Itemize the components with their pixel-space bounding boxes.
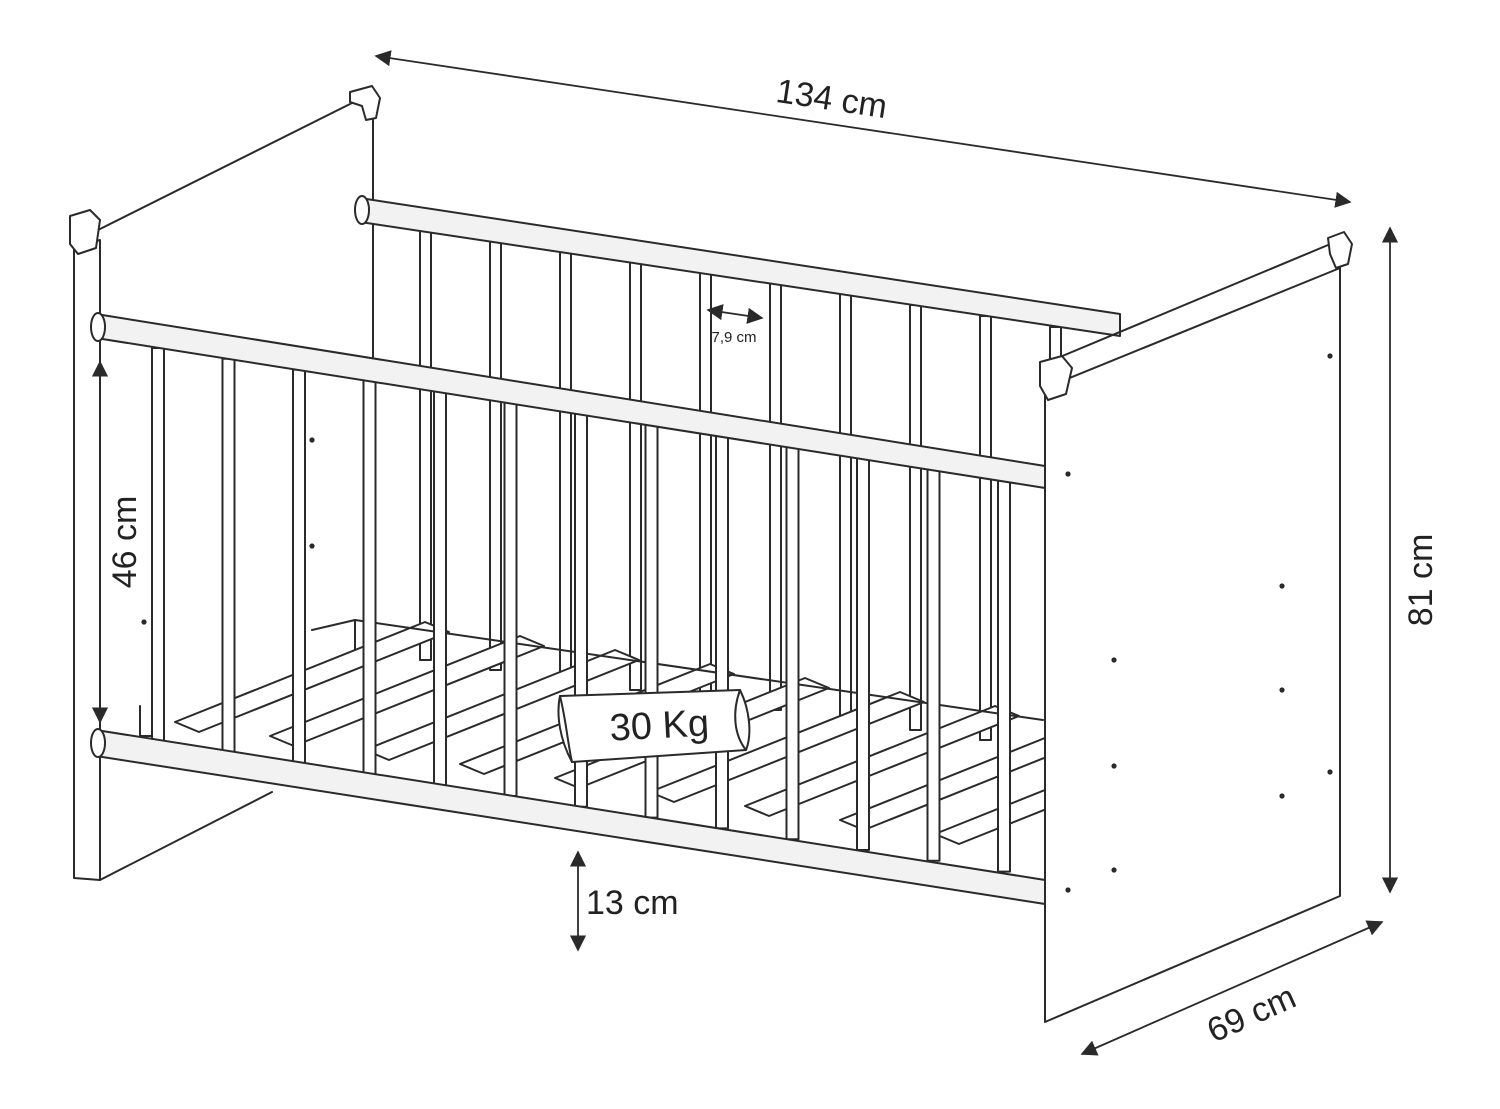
screw-hole bbox=[309, 437, 315, 443]
front-bars bbox=[151, 347, 1011, 873]
corner-bracket-front-right bbox=[1039, 355, 1073, 401]
crib-drawing bbox=[69, 85, 1353, 1023]
front-bar bbox=[926, 465, 941, 862]
screw-hole bbox=[1111, 657, 1117, 663]
front-bar bbox=[644, 422, 659, 819]
back-left-top-bar bbox=[81, 97, 363, 239]
left-panel-bottom bbox=[99, 791, 273, 881]
slat-gap-dimension-line bbox=[706, 304, 764, 324]
screw-hole bbox=[1279, 793, 1285, 799]
rail-height-label: 46 cm bbox=[106, 496, 144, 589]
depth-label: 69 cm bbox=[1202, 978, 1302, 1050]
height-label: 81 cm bbox=[1402, 534, 1440, 627]
front-bar bbox=[715, 433, 729, 830]
depth-dimension-line bbox=[1080, 920, 1384, 1056]
back-right-top-bar bbox=[1047, 239, 1341, 363]
back-top-rail bbox=[354, 195, 1121, 337]
screw-hole bbox=[1065, 887, 1071, 893]
load-tag-label: 30 Kg bbox=[609, 702, 710, 749]
floor-clearance-label: 13 cm bbox=[586, 884, 679, 922]
back-bar bbox=[769, 282, 782, 711]
back-bar bbox=[699, 271, 712, 701]
corner-bracket-back-left bbox=[349, 85, 381, 121]
back-bar bbox=[839, 293, 852, 721]
back-bar bbox=[909, 304, 922, 731]
slat bbox=[269, 635, 545, 747]
screw-hole bbox=[1065, 471, 1071, 477]
screw-hole bbox=[1327, 353, 1333, 359]
screw-hole bbox=[1279, 583, 1285, 589]
screw-hole bbox=[1111, 763, 1117, 769]
corner-bracket-front-left bbox=[69, 209, 101, 255]
back-bar bbox=[419, 227, 432, 661]
front-bar bbox=[221, 357, 236, 754]
back-bar bbox=[559, 249, 572, 681]
slat bbox=[174, 621, 450, 733]
back-bar bbox=[629, 260, 642, 691]
screw-holes bbox=[141, 353, 1333, 893]
right-end-panel bbox=[1044, 267, 1341, 1023]
width-dimension-line bbox=[374, 50, 1352, 208]
slat-gap-label: 7,9 cm bbox=[711, 329, 756, 346]
load-tag bbox=[557, 689, 751, 763]
dimension-lines bbox=[91, 50, 1399, 1056]
front-bar bbox=[433, 390, 447, 787]
screw-hole bbox=[1279, 687, 1285, 693]
screw-hole bbox=[1111, 867, 1117, 873]
front-bar bbox=[292, 368, 306, 765]
back-bar bbox=[979, 315, 992, 741]
front-bar bbox=[362, 379, 377, 776]
screw-hole bbox=[1327, 769, 1333, 775]
screw-hole bbox=[309, 543, 315, 549]
front-bar bbox=[151, 347, 165, 743]
front-bar bbox=[503, 401, 518, 797]
back-bar bbox=[489, 238, 502, 671]
corner-bracket-back-right bbox=[1327, 231, 1353, 269]
front-bar bbox=[997, 476, 1011, 873]
front-bar bbox=[785, 444, 800, 841]
screw-hole bbox=[141, 619, 147, 625]
front-bar bbox=[856, 455, 870, 851]
base-inner-block bbox=[311, 619, 356, 651]
